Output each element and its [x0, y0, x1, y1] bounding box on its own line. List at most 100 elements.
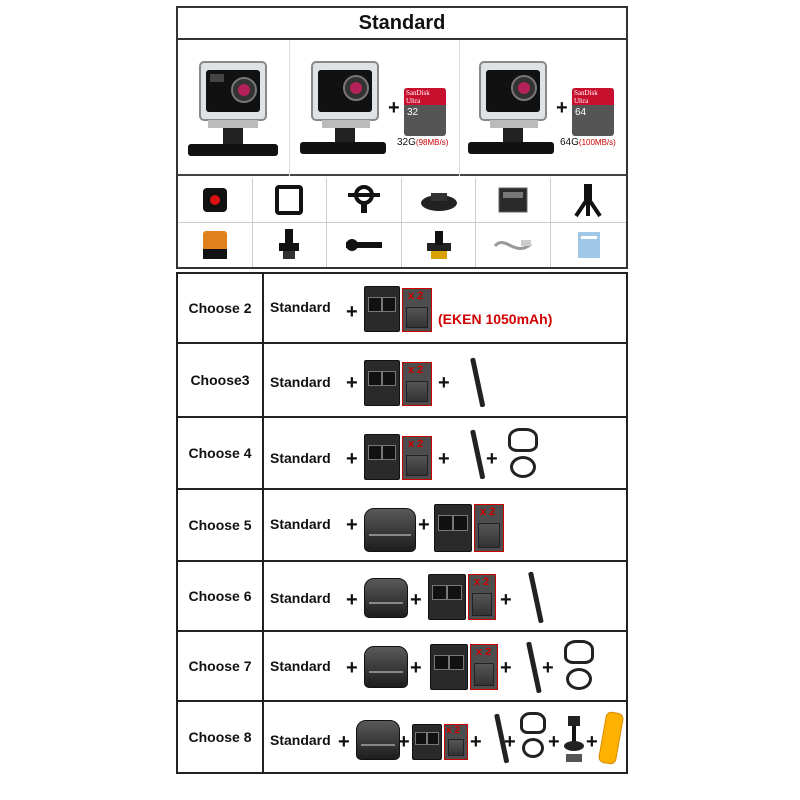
battery-icon — [476, 178, 551, 223]
camera-options-row: + SanDisk Ultra 32 32G(98MB/s) — [178, 40, 626, 176]
plus-sign: + — [548, 731, 560, 753]
plus-sign: + — [438, 372, 450, 394]
option-label: Choose 7 — [178, 632, 264, 700]
sd-card-speed: (98MB/s) — [415, 138, 449, 147]
dual-charger-icon — [428, 574, 466, 620]
option-row-choose-6[interactable]: Choose 6 Standard + + x 2 + — [178, 562, 626, 632]
standard-title: Standard — [178, 8, 626, 40]
base-mount-icon — [402, 222, 477, 267]
handlebar-mount-icon — [327, 178, 402, 223]
bundle-options-table: Choose 2 Standard + x 2 (EKEN 1050mAh) C… — [176, 272, 628, 774]
plus-sign: + — [346, 448, 358, 470]
battery-capacity-note: (EKEN 1050mAh) — [438, 311, 553, 327]
plus-sign: + — [500, 657, 512, 679]
plus-sign: + — [338, 731, 350, 753]
usb-cable-icon — [476, 222, 551, 267]
option-label: Choose 6 — [178, 562, 264, 630]
standard-text: Standard — [270, 450, 331, 466]
chest-harness-icon — [564, 640, 594, 664]
sd-card-icon: SanDisk Ultra 32 — [404, 88, 446, 136]
dual-charger-icon — [430, 644, 468, 690]
sd-card-capacity: 64 — [575, 107, 587, 118]
selfie-stick-icon — [470, 429, 486, 480]
tripod-icon — [551, 178, 626, 223]
floating-grip-icon — [597, 710, 625, 766]
chest-harness-icon — [520, 712, 546, 734]
quantity-badge: x 2 — [408, 438, 424, 450]
sd-card-line: Ultra — [574, 97, 589, 105]
quantity-badge: x 2 — [476, 646, 492, 658]
option-label: Choose 4 — [178, 418, 264, 488]
sd-card-caption: 32G(98MB/s) — [397, 137, 448, 148]
carry-case-icon — [356, 720, 400, 760]
battery-icon — [474, 504, 504, 552]
sd-card-line: Ultra — [406, 97, 421, 105]
standard-text: Standard — [270, 732, 331, 748]
selfie-stick-icon — [528, 571, 544, 624]
plus-sign: + — [542, 657, 554, 679]
battery-icon — [468, 574, 496, 620]
extension-arm-icon — [327, 222, 402, 267]
dual-charger-icon — [364, 434, 400, 480]
option-row-choose-5[interactable]: Choose 5 Standard + + x 2 — [178, 490, 626, 562]
sd-card-icon: SanDisk Ultra 64 — [572, 88, 614, 136]
option-row-choose-7[interactable]: Choose 7 Standard + + x 2 + + — [178, 632, 626, 702]
buckle-clip-icon — [178, 222, 253, 267]
quantity-badge: x 2 — [446, 725, 460, 736]
plus-sign: + — [556, 97, 568, 119]
plus-sign: + — [500, 589, 512, 611]
plus-sign: + — [388, 97, 400, 119]
option-label: Choose 8 — [178, 702, 264, 772]
selfie-stick-icon — [470, 357, 486, 408]
plus-sign: + — [346, 657, 358, 679]
quantity-badge: x 2 — [408, 364, 424, 376]
battery-icon — [402, 362, 432, 406]
dual-charger-icon — [434, 504, 472, 552]
carry-case-icon — [364, 578, 408, 618]
suction-cup-mount-icon — [562, 714, 586, 764]
sd-card-speed: (100MB/s) — [578, 138, 616, 147]
head-strap-icon — [522, 738, 544, 758]
sd-card-brand: SanDisk — [406, 89, 430, 97]
plus-sign: + — [504, 731, 516, 753]
option-row-choose-8[interactable]: Choose 8 Standard + + x 2 + + + + — [178, 702, 626, 772]
accessory-grid — [178, 178, 626, 267]
option-row-choose-2[interactable]: Choose 2 Standard + x 2 (EKEN 1050mAh) — [178, 274, 626, 344]
selfie-stick-icon — [526, 641, 542, 694]
battery-icon — [402, 288, 432, 332]
sd-card-size: 32G — [397, 137, 416, 148]
option-row-choose-4[interactable]: Choose 4 Standard + x 2 + + — [178, 418, 626, 490]
chest-harness-icon — [508, 428, 538, 452]
standard-text: Standard — [270, 590, 331, 606]
option-row-choose-3[interactable]: Choose3 Standard + x 2 + — [178, 344, 626, 418]
action-camera-icon — [188, 61, 278, 156]
sd-card-capacity: 32 — [407, 107, 419, 118]
option-label: Choose3 — [178, 344, 264, 416]
plus-sign: + — [438, 448, 450, 470]
curved-adhesive-mount-icon — [401, 178, 477, 223]
standard-text: Standard — [270, 299, 331, 315]
camera-option-basic[interactable] — [178, 40, 290, 176]
battery-icon — [402, 436, 432, 480]
remote-control-icon — [178, 178, 253, 223]
head-strap-icon — [566, 668, 592, 690]
camera-option-32g[interactable]: + SanDisk Ultra 32 32G(98MB/s) — [290, 40, 460, 176]
plus-sign: + — [410, 589, 422, 611]
battery-icon — [444, 724, 468, 760]
plus-sign: + — [470, 731, 482, 753]
tripod-adapter-icon — [253, 222, 328, 267]
plus-sign: + — [346, 589, 358, 611]
dual-charger-icon — [364, 360, 400, 406]
plus-sign: + — [398, 731, 410, 753]
head-strap-icon — [510, 456, 536, 478]
sd-card-caption: 64G(100MB/s) — [560, 137, 616, 148]
camera-option-64g[interactable]: + SanDisk Ultra 64 64G(100MB/s) — [460, 40, 626, 176]
standard-text: Standard — [270, 516, 331, 532]
dual-charger-icon — [412, 724, 442, 760]
plus-sign: + — [346, 372, 358, 394]
action-camera-icon — [468, 61, 554, 154]
plus-sign: + — [486, 448, 498, 470]
carry-case-icon — [364, 646, 408, 688]
plus-sign: + — [418, 514, 430, 536]
standard-text: Standard — [270, 374, 331, 390]
